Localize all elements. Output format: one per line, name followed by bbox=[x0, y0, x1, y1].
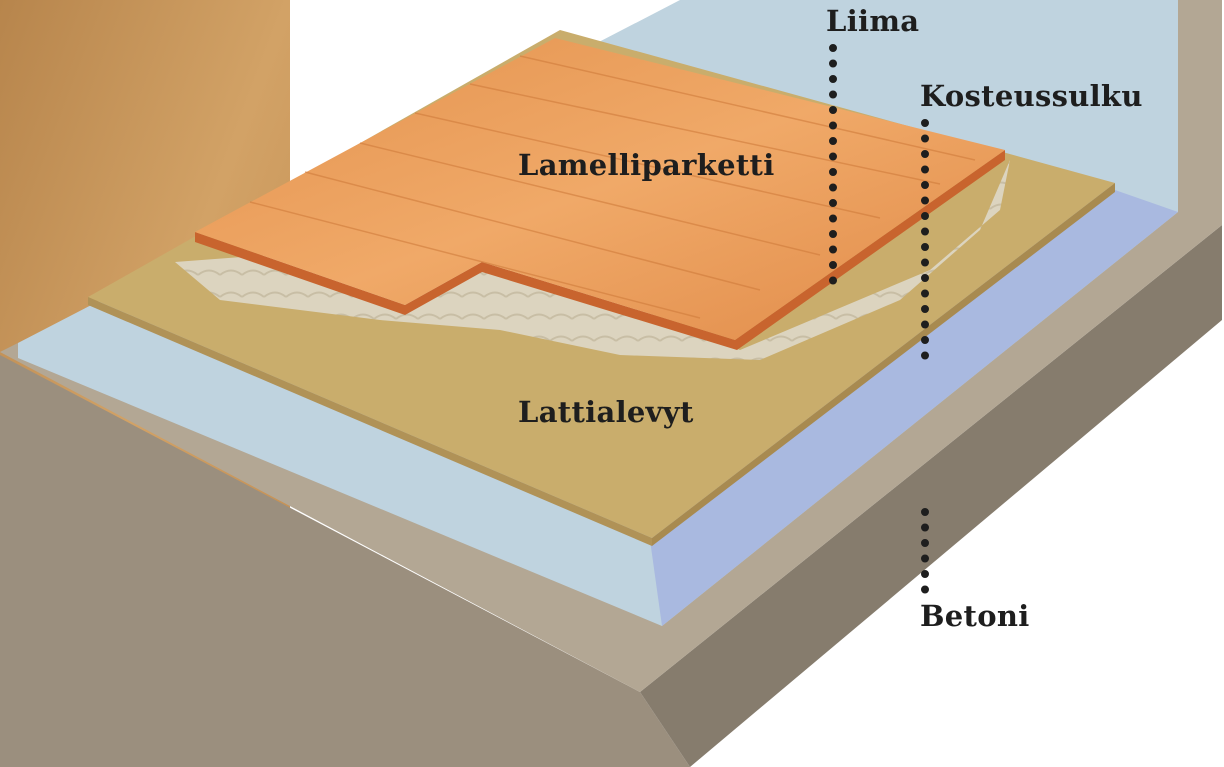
parquet-strips bbox=[249, 55, 976, 319]
label-kosteussulku: Kosteussulku bbox=[920, 79, 1143, 113]
label-betoni: Betoni bbox=[920, 599, 1030, 633]
label-liima: Liima bbox=[826, 4, 920, 38]
floor-board-edge bbox=[88, 297, 652, 546]
concrete-front-side bbox=[0, 355, 690, 767]
parquet bbox=[195, 38, 1005, 340]
moisture-barrier-edge bbox=[650, 190, 1178, 626]
label-lamelliparketti: Lamelliparketti bbox=[518, 148, 775, 182]
label-lattialevyt: Lattialevyt bbox=[518, 395, 694, 429]
parquet-edge bbox=[195, 150, 1005, 350]
floor-board-edge-right bbox=[652, 183, 1115, 546]
adhesive-layer bbox=[175, 160, 1010, 360]
concrete-right-side bbox=[640, 225, 1222, 767]
